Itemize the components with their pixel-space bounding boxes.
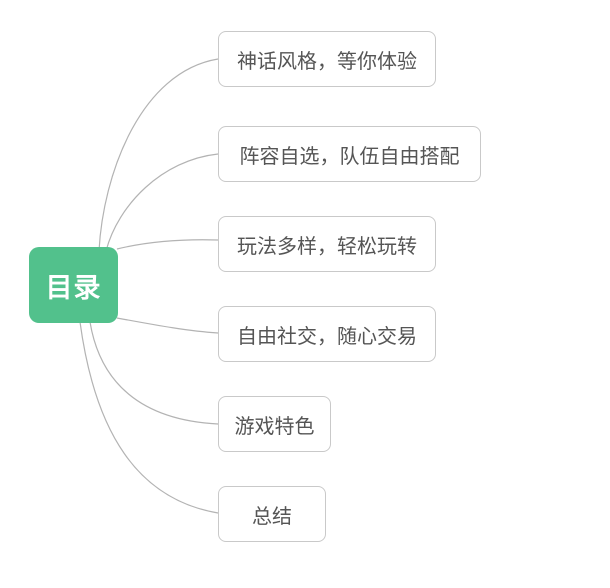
mindmap-branch-node-3[interactable]: 玩法多样，轻松玩转 [218,216,436,272]
connector-curve-branch-5 [89,321,219,425]
connector-curve-branch-4 [116,317,219,334]
mindmap-branch-node-1[interactable]: 神话风格，等你体验 [218,31,436,87]
connector-curve-branch-2 [105,153,219,252]
mindmap-branch-node-2[interactable]: 阵容自选，队伍自由搭配 [218,126,481,182]
mindmap-root-node[interactable]: 目录 [29,247,118,323]
mindmap-branch-node-6[interactable]: 总结 [218,486,326,542]
connector-curve-branch-1 [98,58,219,252]
connector-curve-branch-3 [116,239,219,250]
mindmap-branch-node-4[interactable]: 自由社交，随心交易 [218,306,436,362]
mindmap-branch-node-5[interactable]: 游戏特色 [218,396,331,452]
connector-curve-branch-6 [79,321,219,514]
